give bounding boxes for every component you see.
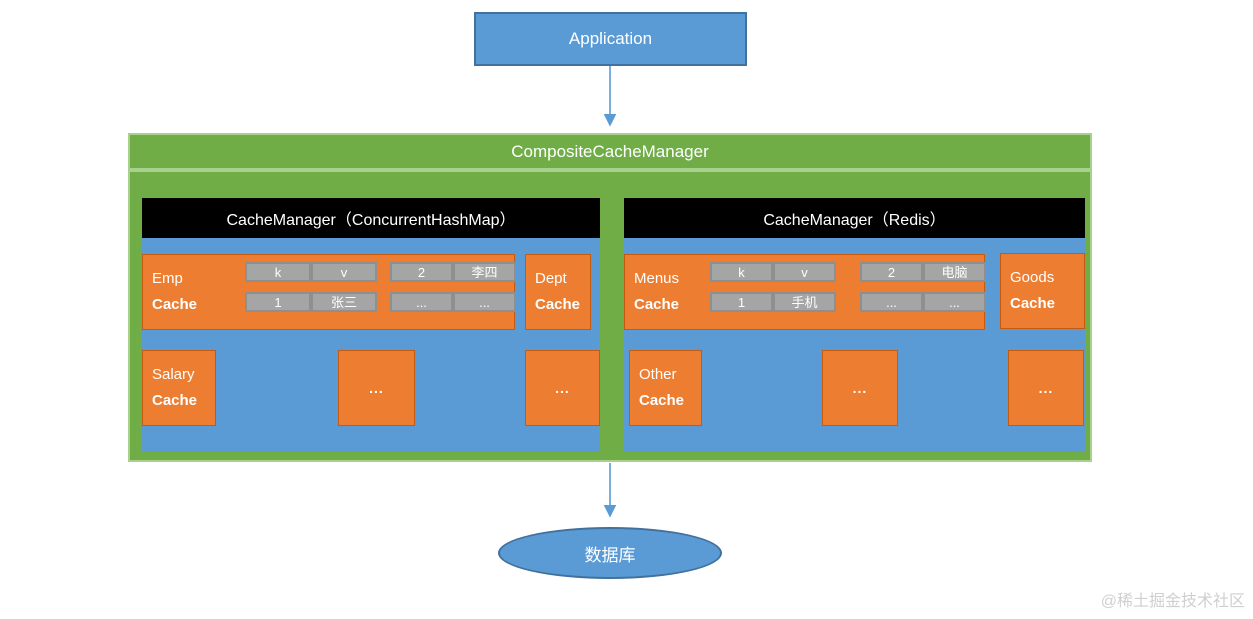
kv-cell: ... <box>860 292 923 312</box>
kv-cell: ... <box>923 292 986 312</box>
cache-manager-redis-header: CacheManager（Redis） <box>624 198 1085 238</box>
kv-cell: 2 <box>390 262 453 282</box>
cache-manager-redis-area: Menus Cache k v 1 手机 2 电脑 ... ... <box>624 238 1085 452</box>
goods-cache-box: Goods Cache <box>1000 253 1085 329</box>
database-label: 数据库 <box>584 545 636 565</box>
kv-cell: k <box>710 262 773 282</box>
goods-cache-label: Goods Cache <box>1010 269 1056 312</box>
kv-cell: 电脑 <box>923 262 986 282</box>
cache-manager-panel-concurrenthashmap: CacheManager（ConcurrentHashMap） Emp Cach… <box>142 198 600 452</box>
dept-cache-label: Dept Cache <box>535 270 581 313</box>
menus-cache-box: Menus Cache k v 1 手机 2 电脑 ... ... <box>624 254 986 330</box>
kv-cell: 手机 <box>773 292 836 312</box>
watermark: @稀土掘金技术社区 <box>1100 593 1245 610</box>
dept-cache-box: Dept Cache <box>525 254 591 330</box>
emp-kv-table-right: 2 李四 ... ... <box>390 262 516 312</box>
kv-cell: 张三 <box>311 292 377 312</box>
emp-cache-label: Emp Cache <box>152 270 198 313</box>
emp-kv-table-left: k v 1 张三 <box>245 262 377 312</box>
kv-cell: 1 <box>710 292 773 312</box>
kv-cell: v <box>773 262 836 282</box>
ellipsis-cache-box: ... <box>525 350 600 426</box>
menus-kv-table-right: 2 电脑 ... ... <box>860 262 986 312</box>
application-box: Application <box>474 12 747 66</box>
kv-cell: v <box>311 262 377 282</box>
composite-cache-manager-body: CacheManager（ConcurrentHashMap） Emp Cach… <box>128 170 1092 462</box>
application-label: Application <box>568 29 653 48</box>
ellipsis-cache-box: ... <box>822 350 898 426</box>
cache-manager-panel-redis: CacheManager（Redis） Menus Cache k v 1 手机… <box>624 198 1085 452</box>
other-cache-box: Other Cache <box>629 350 702 426</box>
salary-cache-box: Salary Cache <box>142 350 216 426</box>
cache-manager-concurrenthashmap-area: Emp Cache k v 1 张三 2 李四 ... ... <box>142 238 600 452</box>
database-ellipse: 数据库 <box>498 527 722 579</box>
cache-manager-concurrenthashmap-header: CacheManager（ConcurrentHashMap） <box>142 198 600 238</box>
kv-cell: 1 <box>245 292 311 312</box>
composite-cache-manager-title-bar: CompositeCacheManager <box>128 133 1092 170</box>
kv-cell: 李四 <box>453 262 516 282</box>
kv-cell: k <box>245 262 311 282</box>
menus-kv-table-left: k v 1 手机 <box>710 262 836 312</box>
salary-cache-label: Salary Cache <box>152 366 198 409</box>
kv-cell: ... <box>453 292 516 312</box>
kv-cell: ... <box>390 292 453 312</box>
emp-cache-box: Emp Cache k v 1 张三 2 李四 ... ... <box>142 254 516 330</box>
composite-cache-manager-title: CompositeCacheManager <box>511 141 709 161</box>
ellipsis-cache-box: ... <box>338 350 415 426</box>
ellipsis-cache-box: ... <box>1008 350 1084 426</box>
kv-cell: 2 <box>860 262 923 282</box>
menus-cache-label: Menus Cache <box>634 270 680 313</box>
other-cache-label: Other Cache <box>639 366 685 409</box>
